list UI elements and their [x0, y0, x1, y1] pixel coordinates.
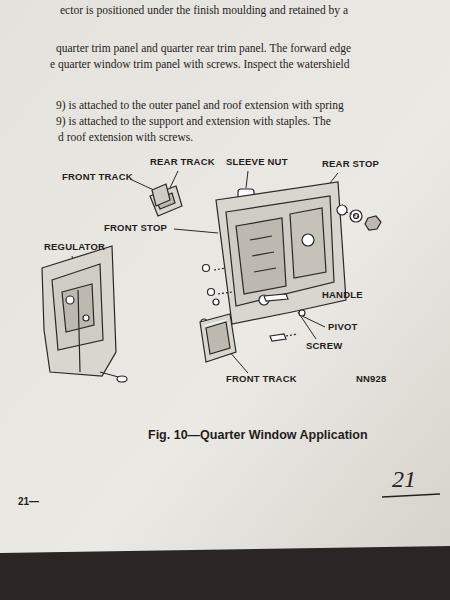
part-label: FRONT TRACK [226, 374, 297, 385]
part-label: FRONT STOP [104, 223, 167, 234]
part-label: PIVOT [328, 322, 358, 333]
body-text: ector is positioned under the finish mou… [60, 4, 348, 17]
page-number: 21— [18, 496, 39, 508]
body-text: e quarter window trim panel with screws.… [50, 58, 350, 71]
figure-number: NN928 [356, 374, 387, 385]
figure-caption: Fig. 10—Quarter Window Application [148, 428, 368, 442]
handwritten-number: 21 [392, 466, 416, 494]
part-label: FRONT TRACK [62, 172, 133, 183]
quarter-window-illustration [42, 182, 381, 382]
part-label: HANDLE [322, 290, 363, 301]
paper [0, 0, 450, 553]
body-text: 9) is attached to the outer panel and ro… [56, 99, 344, 112]
body-text: quarter trim panel and quarter rear trim… [56, 42, 351, 55]
handwritten-underline [382, 494, 440, 497]
body-text: d roof extension with screws. [58, 131, 193, 144]
part-label: SLEEVE NUT [226, 157, 288, 168]
part-label: REAR TRACK [150, 157, 215, 168]
body-text: 9) is attached to the support and extens… [56, 115, 331, 128]
part-label: SCREW [306, 341, 342, 352]
part-label: REGULATOR [44, 242, 105, 253]
part-label: REAR STOP [322, 159, 379, 170]
